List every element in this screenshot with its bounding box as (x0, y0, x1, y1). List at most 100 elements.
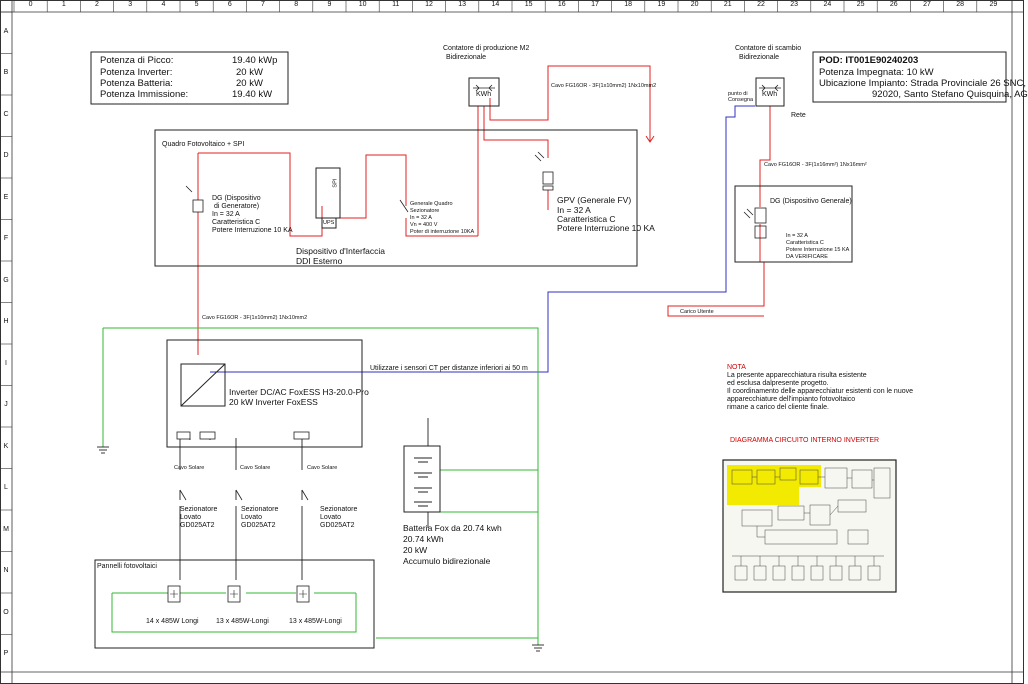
cable-label-production: Cavo FG16OR - 3F(1x10mm2) 1Nx10mm2 (551, 83, 657, 89)
grid-column-label: 14 (491, 1, 500, 8)
grid-column-label: 20 (690, 1, 699, 8)
grid-row-label: E (3, 193, 9, 201)
quadro-title: Quadro Fotovoltaico + SPI (162, 141, 245, 148)
generale-line2: Sezionatore (410, 208, 440, 214)
potenza-picco-label: Potenza di Picco: (100, 55, 174, 66)
rete-label: Rete (791, 112, 806, 119)
generale-line4: Vn = 400 V (410, 222, 438, 228)
ups-box (321, 217, 337, 229)
sezionatore-3-line2: Lovato (320, 514, 342, 521)
dg-generatore-line1: DG (Dispositivo (212, 195, 261, 202)
grid-row-label: D (3, 152, 9, 160)
dg-generatore-line4: Caratteristica C (212, 219, 261, 226)
ddi-line1: Dispositivo d'Interfaccia (296, 246, 386, 256)
battery-line3: 20 kW (403, 545, 428, 555)
grid-column-label: 27 (923, 1, 931, 8)
dg-generale-line3: Potere Interruzione 15 KA (786, 247, 850, 253)
nota-line2: ed esclusa dalpresente progetto. (727, 380, 829, 387)
grid-column-label: 7 (261, 1, 265, 8)
grid-column-label: 5 (194, 1, 199, 8)
grid-row-label: J (4, 401, 8, 409)
grid-column-label: 3 (128, 1, 133, 8)
pannelli-title: Pannelli fotovoltaici (97, 563, 157, 570)
ubicazione-citta: 92020, Santo Stefano Quisquina, AG (872, 89, 1028, 100)
grid-row-label: B (3, 69, 9, 77)
cavo-solare-1: Cavo Solare (174, 465, 205, 471)
battery-symbol (403, 445, 441, 513)
grid-column-label: 25 (856, 1, 865, 8)
dg-generatore-line2: di Generatore) (214, 203, 260, 210)
grid-column-label: 0 (28, 1, 33, 8)
nota-line1: La presente apparecchiatura risulta esis… (727, 372, 867, 379)
gpv-line4: Potere Interruzione 10 KA (557, 223, 655, 233)
dg-generale-line2: Caratteristica C (786, 240, 824, 246)
sensori-ct-label: Utilizzare i sensori CT per distanze inf… (370, 365, 528, 372)
sezionatore-3-line3: GD025AT2 (320, 522, 355, 529)
grid-row-label: C (3, 110, 9, 118)
battery-line2: 20.74 kWh (403, 534, 444, 544)
nota-line4: apparecchiature dell'impianto fotovoltai… (727, 396, 856, 403)
dc-earth-wiring (102, 327, 539, 645)
cable-label-inverter: Cavo FG16OR - 3F(1x10mm2) 1Nx10mm2 (202, 315, 308, 321)
grid-column-label: 1 (61, 1, 66, 8)
potenza-batteria-value: 20 kW (236, 78, 263, 89)
grid-row-label: L (4, 484, 8, 492)
string-wiring (179, 418, 429, 580)
string-3-label: 13 x 485W-Longi (289, 618, 342, 625)
grid-row-label: A (3, 27, 9, 35)
cavo-solare-2: Cavo Solare (240, 465, 271, 471)
battery-line1: Batteria Fox da 20.74 kwh (403, 523, 502, 533)
dg-generatore-line5: Potere Interruzione 10 KA (212, 227, 293, 234)
pod-info-box (812, 51, 1007, 103)
grid-column-label: 9 (327, 1, 332, 8)
exchange-meter-kwh: KWh (762, 91, 778, 98)
inverter-internal-diagram-thumbnail (722, 459, 897, 593)
grid-row-label: K (3, 442, 9, 450)
generale-line5: Poter di interruzione 10KA (410, 229, 475, 235)
grid-column-label: 10 (358, 1, 367, 8)
sezionatore-1-line3: GD025AT2 (180, 522, 215, 529)
battery-line4: Accumulo bidirezionale (403, 556, 491, 566)
sezionatore-1-line1: Sezionatore (180, 506, 218, 513)
pannelli-box (94, 559, 375, 649)
string-1-label: 14 x 485W Longi (146, 618, 199, 625)
grid-column-label: 13 (458, 1, 467, 8)
grid-column-label: 4 (161, 1, 166, 8)
grid-column-label: 12 (425, 1, 433, 8)
enclosures (90, 51, 1007, 649)
potenza-impegnata: Potenza Impegnata: 10 kW (819, 67, 934, 78)
nota-line5: rimane a carico del cliente finale. (727, 404, 829, 411)
gpv-line1: GPV (Generale FV) (557, 195, 632, 205)
grid-column-label: 26 (889, 1, 898, 8)
grid-column-label: 22 (757, 1, 765, 8)
plant-info-box (90, 51, 289, 105)
ubicazione-impianto: Ubicazione Impianto: Strada Provinciale … (819, 78, 1026, 89)
generale-line1: Generale Quadro (410, 201, 453, 207)
generale-line3: In = 32 A (410, 215, 432, 221)
ct-sensor-wiring (210, 105, 755, 373)
diagramma-title: DIAGRAMMA CIRCUITO INTERNO INVERTER (730, 437, 880, 444)
grid-row-label: G (3, 276, 9, 284)
grid-column-label: 2 (95, 1, 99, 8)
grid-row-label: M (3, 525, 9, 533)
grid-column-label: 23 (790, 1, 799, 8)
dg-generale-line1: In = 32 A (786, 233, 808, 239)
grid-column-label: 6 (227, 1, 232, 8)
grid-row-label: I (5, 359, 7, 367)
spi-label: SPI (332, 178, 339, 188)
potenza-inverter-label: Potenza Inverter: (100, 67, 173, 78)
sezionatore-2-line1: Sezionatore (241, 506, 279, 513)
grid-column-label: 8 (294, 1, 299, 8)
exchange-meter-title: Contatore di scambio (735, 45, 802, 52)
grid-column-label: 21 (723, 1, 732, 8)
spi-relay-box (315, 167, 341, 219)
grid-column-label: 17 (591, 1, 599, 8)
exchange-meter-box (755, 77, 785, 107)
grid-column-label: 11 (392, 1, 400, 8)
gpv-line2: In = 32 A (557, 205, 591, 215)
gpv-line3: Caratteristica C (557, 214, 616, 224)
